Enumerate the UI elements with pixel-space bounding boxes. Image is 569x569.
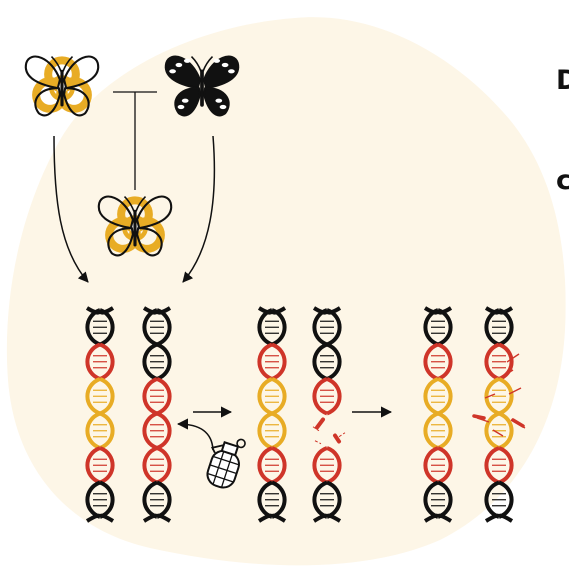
- dna-segment: [423, 411, 453, 450]
- dna-segment: [484, 342, 514, 381]
- dna-segment: [423, 308, 453, 347]
- dna-segment: [484, 411, 514, 450]
- dna-segment: [85, 308, 115, 347]
- left-inheritance-arrow: [53, 135, 89, 283]
- chromosome: [484, 306, 514, 523]
- chromosome-pair-before-cut: [85, 306, 172, 523]
- dna-segment: [257, 446, 287, 485]
- nuclease-arrow: [176, 418, 214, 451]
- chromosome-pair-after-repair: [423, 306, 526, 523]
- dna-segment: [484, 308, 514, 347]
- wild-butterfly-icon: [164, 55, 240, 117]
- dna-segment: [142, 411, 172, 450]
- dna-segment: [142, 446, 172, 485]
- cross-lines: [113, 91, 157, 190]
- dna-segment: [423, 446, 453, 485]
- heading-line-1: D: [556, 65, 569, 96]
- dna-segment: [484, 377, 514, 416]
- offspring-group: [97, 195, 173, 257]
- dna-segment: [85, 446, 115, 485]
- broken-dna-segment: [312, 417, 346, 445]
- right-inheritance-arrow: [182, 135, 216, 283]
- dna-segment: [142, 377, 172, 416]
- dna-segment: [423, 342, 453, 381]
- chromosome-pair-after-cut: [257, 306, 346, 523]
- dna-segment: [312, 377, 342, 416]
- dna-segment: [312, 446, 342, 485]
- dna-segment: [257, 308, 287, 347]
- grenade-icon: [206, 438, 246, 489]
- chromosome: [312, 306, 346, 523]
- dna-segment: [257, 342, 287, 381]
- chromosome-pairs: [85, 306, 526, 523]
- chromosome: [142, 306, 172, 523]
- biohazard-butterfly-icon: [97, 195, 173, 257]
- heading-text: D c: [556, 6, 569, 256]
- dna-segment: [85, 377, 115, 416]
- dna-segment: [423, 377, 453, 416]
- parents-group: [24, 55, 240, 117]
- dna-segment: [484, 446, 514, 485]
- inheritance-arrows: [53, 135, 216, 283]
- dna-segment: [257, 377, 287, 416]
- dna-segment: [257, 411, 287, 450]
- dna-segment: [312, 342, 342, 381]
- repair-marks: [472, 353, 526, 437]
- heading-line-2: c: [556, 165, 569, 196]
- process-arrows: [176, 406, 393, 451]
- dna-segment: [142, 342, 172, 381]
- biohazard-butterfly-icon: [24, 55, 100, 117]
- dna-segment: [85, 411, 115, 450]
- dna-segment: [142, 308, 172, 347]
- chromosome: [257, 306, 287, 523]
- dna-segment: [312, 308, 342, 347]
- chromosome: [423, 306, 453, 523]
- dna-segment: [85, 342, 115, 381]
- chromosome: [85, 306, 115, 523]
